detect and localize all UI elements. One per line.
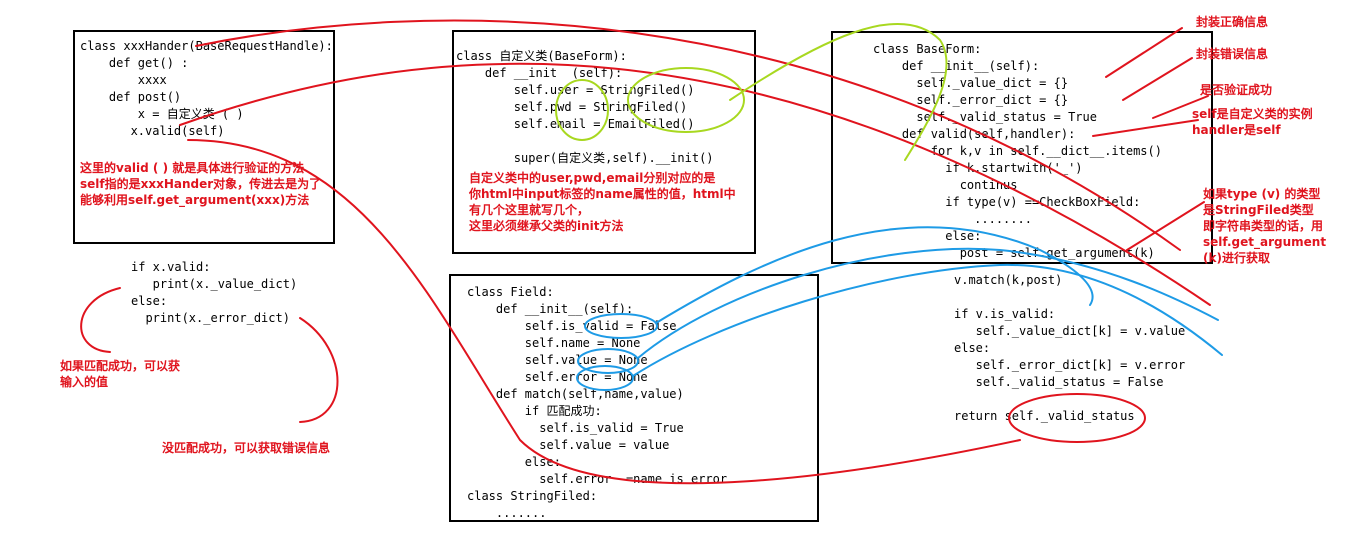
match-fail-note: 没匹配成功，可以获取错误信息 [162,441,331,455]
custom-class-description-note: 自定义类中的user,pwd,email分别对应的是 你html中input标签… [469,171,736,233]
code-line: def __init (self): [456,66,623,80]
code-line: def get() : [80,56,189,70]
code-line: self._error_dict = {} [873,93,1069,107]
valid-description-note: 这里的valid ( ) 就是具体进行验证的方法 self指的是xxxHande… [80,161,322,207]
code-line: class xxxHander(BaseRequestHandle): [80,39,333,53]
code-line: if type(v) ==CheckBoxField: [873,195,1141,209]
code-line: self.value = value [467,438,670,452]
code-line: xxxx [80,73,167,87]
code-line: self._valid_status = False [954,375,1164,389]
code-line: if k.startwith('_') [873,161,1083,175]
code-line: self.value = None [467,353,648,367]
code-line: def match(self,name,value) [467,387,684,401]
match-success-note: 如果匹配成功，可以获 输入的值 [60,359,181,389]
code-line: self._error_dict[k] = v.error [954,358,1186,372]
code-line: class BaseForm: [873,42,982,56]
code-line: v.match(k,post) [954,273,1063,287]
code-line: self.email = EmailFiled() [456,117,695,131]
handler-class-code: class xxxHander(BaseRequestHandle): def … [80,38,333,140]
code-line: for k,v in self.__dict__.items() [873,144,1162,158]
code-line: self.error =name is error [467,472,728,486]
code-line: else: [131,294,168,308]
code-line: class Field: [467,285,554,299]
code-line: ....... [467,506,547,520]
code-line [954,289,1185,306]
code-line [954,391,1185,408]
code-line: self._value_dict[k] = v.value [954,324,1186,338]
code-line [456,133,714,150]
code-line: print(x._value_dict) [131,277,298,291]
code-line: self.is_valid = True [467,421,684,435]
code-line: def post() [80,90,182,104]
self-instance-note: self是自定义类的实例 handler是self [1192,107,1313,137]
code-line: return self._valid_status [954,409,1135,423]
code-line: else: [873,229,982,243]
code-line: self.error = None [467,370,648,384]
code-line: if x.valid: [131,260,211,274]
code-line: def valid(self,handler): [873,127,1076,141]
code-line: continus [873,178,1018,192]
code-line: class StringFiled: [467,489,598,503]
valid-method-tail-code: v.match(k,post) if v.is_valid: self._val… [954,272,1185,425]
code-line: self.user = StringFiled() [456,83,695,97]
code-line: x.valid(self) [80,124,225,138]
wrap-correct-info-note: 封装正确信息 [1196,15,1269,29]
code-line: if v.is_valid: [954,307,1056,321]
is-valid-success-note: 是否验证成功 [1200,83,1273,97]
code-line: self.pwd = StringFiled() [456,100,688,114]
code-line: self._value_dict = {} [873,76,1069,90]
if-valid-code: if x.valid: print(x._value_dict) else: pr… [131,259,297,327]
type-check-note: 如果type (v) 的类型 是StringFiled类型 即字符串类型的话，用… [1203,187,1327,265]
custom-form-class-code: class 自定义类(BaseForm): def __init (self):… [456,48,714,167]
code-line: self._valid_status = True [873,110,1097,124]
code-line: else: [467,455,561,469]
code-line: def __init__(self): [467,302,634,316]
field-class-code: class Field: def __init__(self): self.is… [467,284,727,522]
code-line: def __init__(self): [873,59,1040,73]
code-line: self.is_valid = False [467,319,677,333]
else-bracket [299,317,339,423]
code-line: self.name = None [467,336,641,350]
code-line: ........ [873,212,1032,226]
code-line: super(自定义类,self).__init() [456,151,714,165]
code-line: if 匹配成功: [467,404,602,418]
code-line: print(x._error_dict) [131,311,290,325]
wrap-error-info-note: 封装错误信息 [1196,47,1269,61]
code-line: class 自定义类(BaseForm): [456,49,627,63]
code-line: x = 自定义类 ( ) [80,107,244,121]
if-valid-bracket [80,287,121,353]
code-line: post = self.get_argument(k) [873,246,1155,260]
base-form-class-code: class BaseForm: def __init__(self): self… [873,41,1162,262]
code-line: else: [954,341,991,355]
